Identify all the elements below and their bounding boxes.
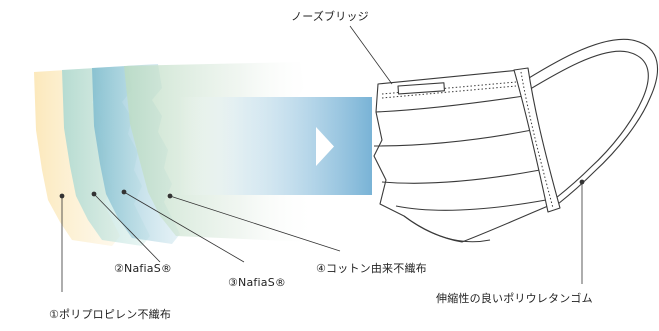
leader-layer-4 (169, 195, 341, 252)
leader-layer-2 (93, 193, 161, 263)
bottom-edge (403, 215, 491, 243)
mask-illustration (373, 38, 659, 243)
play-triangle-icon (316, 127, 334, 166)
top-seam-stitch-2 (381, 85, 517, 99)
dot-layer-1 (59, 193, 65, 199)
dot-ear-loop (579, 179, 585, 185)
leader-dots (59, 179, 585, 199)
arrow-band (178, 97, 372, 195)
side-edge-stitch (520, 71, 554, 209)
dot-layer-4 (167, 193, 173, 199)
ear-loop-label: 伸縮性の良いポリウレタンゴム (436, 292, 593, 305)
layer-2-label: ②NafiaS® (114, 262, 173, 275)
pleat-2 (373, 129, 533, 147)
layer-4-label: ④コットン由来不織布 (316, 262, 427, 275)
nose-bridge-label: ノーズブリッジ (291, 10, 369, 23)
nose-bridge-wire (397, 82, 445, 95)
layer-3-label: ③NafiaS® (228, 276, 287, 289)
leader-lines (61, 25, 583, 292)
pleat-3 (381, 169, 541, 184)
ear-loop (515, 38, 659, 205)
pleat-4 (395, 199, 547, 211)
layer-1-label: ①ポリプロピレン不織布 (49, 308, 172, 321)
side-edge-band (513, 67, 561, 213)
ear-loop-inner (521, 50, 649, 199)
pleat-1 (375, 95, 525, 113)
dot-layer-2 (91, 191, 97, 197)
leader-layer-3 (123, 191, 245, 263)
leader-nose (349, 25, 393, 85)
dot-layer-3 (121, 189, 127, 195)
